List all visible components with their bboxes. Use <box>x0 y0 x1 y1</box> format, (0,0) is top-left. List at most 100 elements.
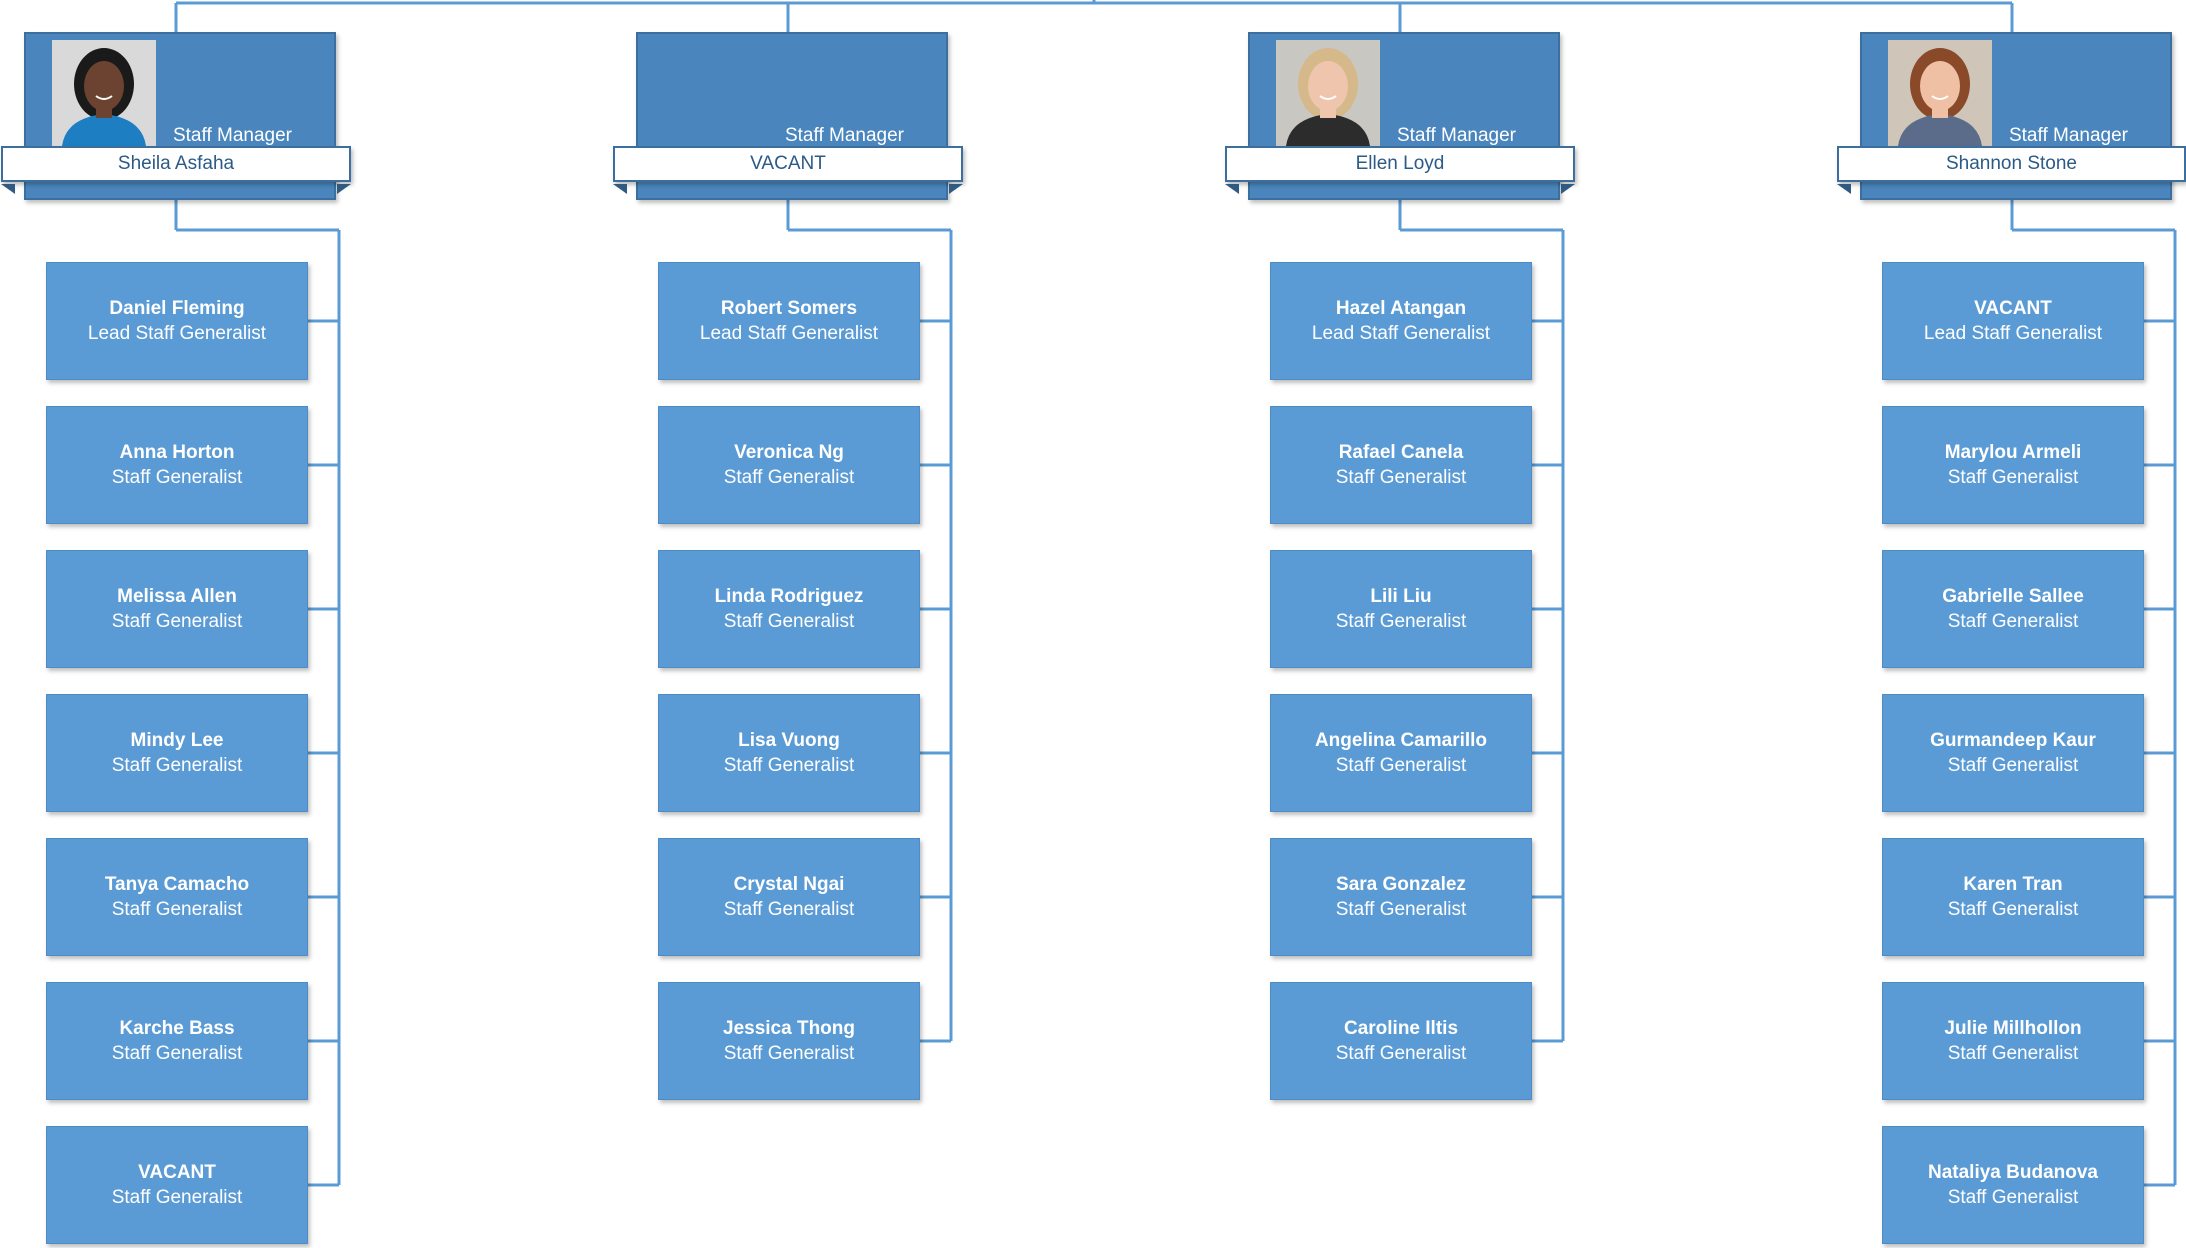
manager-title: Staff Manager <box>172 125 292 146</box>
manager-name-banner: Shannon Stone <box>1837 146 2186 194</box>
staff-name: Lisa Vuong <box>738 730 840 751</box>
manager-name: Sheila Asfaha <box>117 153 235 174</box>
manager-title: Staff Manager <box>1396 125 1516 146</box>
staff-name: Crystal Ngai <box>733 874 845 895</box>
staff-role: Staff Generalist <box>723 611 855 632</box>
staff-role: Staff Generalist <box>111 1187 243 1208</box>
staff-name: Robert Somers <box>720 298 858 319</box>
banner-fold <box>949 184 963 194</box>
manager-photo-icon <box>1276 40 1380 146</box>
staff-name: Veronica Ng <box>734 442 844 463</box>
staff-name: Daniel Fleming <box>109 298 245 319</box>
banner-fold <box>1837 184 1851 194</box>
manager-name-banner: VACANT <box>613 146 963 194</box>
staff-name: Nataliya Budanova <box>1928 1162 2098 1183</box>
staff-name: Tanya Camacho <box>104 874 250 895</box>
manager-name: VACANT <box>750 153 826 174</box>
staff-card[interactable]: Veronica Ng Staff Generalist <box>658 406 920 524</box>
staff-name: Sara Gonzalez <box>1336 874 1466 895</box>
staff-name: Melissa Allen <box>117 586 237 607</box>
staff-role: Lead Staff Generalist <box>1311 323 1491 344</box>
staff-role: Staff Generalist <box>111 611 243 632</box>
staff-role: Lead Staff Generalist <box>699 323 879 344</box>
staff-card[interactable]: VACANT Lead Staff Generalist <box>1882 262 2144 380</box>
staff-role: Staff Generalist <box>1947 1187 2079 1208</box>
staff-role: Staff Generalist <box>1947 611 2079 632</box>
staff-role: Staff Generalist <box>723 899 855 920</box>
staff-role: Staff Generalist <box>111 1043 243 1064</box>
staff-role: Staff Generalist <box>1335 899 1467 920</box>
staff-role: Lead Staff Generalist <box>87 323 267 344</box>
manager-name-banner: Sheila Asfaha <box>1 146 351 194</box>
manager-title: Staff Manager <box>784 125 904 146</box>
staff-role: Staff Generalist <box>111 899 243 920</box>
staff-role: Staff Generalist <box>1335 1043 1467 1064</box>
staff-name: Linda Rodriguez <box>714 586 864 607</box>
staff-role: Staff Generalist <box>111 755 243 776</box>
staff-role: Lead Staff Generalist <box>1923 323 2103 344</box>
banner-fold <box>1225 184 1239 194</box>
staff-name: Caroline Iltis <box>1343 1018 1459 1039</box>
staff-name: Karche Bass <box>119 1018 235 1039</box>
staff-role: Staff Generalist <box>1335 611 1467 632</box>
staff-role: Staff Generalist <box>1335 755 1467 776</box>
staff-role: Staff Generalist <box>723 755 855 776</box>
staff-name: Mindy Lee <box>130 730 224 751</box>
staff-name: Gurmandeep Kaur <box>1930 730 2096 751</box>
staff-name: VACANT <box>1974 298 2052 319</box>
banner-fold <box>1 184 15 194</box>
banner-fold <box>337 184 351 194</box>
banner-fold <box>613 184 627 194</box>
staff-name: VACANT <box>138 1162 216 1183</box>
manager-photo-icon <box>52 40 156 146</box>
manager-photo-icon <box>1888 40 1992 146</box>
staff-role: Staff Generalist <box>1947 755 2079 776</box>
staff-role: Staff Generalist <box>723 1043 855 1064</box>
staff-role: Staff Generalist <box>1335 467 1467 488</box>
staff-name: Karen Tran <box>1963 874 2063 895</box>
staff-role: Staff Generalist <box>1947 467 2079 488</box>
staff-role: Staff Generalist <box>1947 1043 2079 1064</box>
manager-name: Ellen Loyd <box>1355 153 1445 174</box>
staff-card[interactable]: VACANT Staff Generalist <box>46 1126 308 1244</box>
staff-name: Rafael Canela <box>1338 442 1464 463</box>
staff-name: Julie Millhollon <box>1944 1018 2082 1039</box>
staff-role: Staff Generalist <box>111 467 243 488</box>
staff-name: Anna Horton <box>119 442 235 463</box>
staff-role: Staff Generalist <box>723 467 855 488</box>
staff-name: Lili Liu <box>1370 586 1432 607</box>
staff-name: Marylou Armeli <box>1944 442 2082 463</box>
manager-name: Shannon Stone <box>1945 153 2077 174</box>
manager-title: Staff Manager <box>2008 125 2128 146</box>
banner-fold <box>1561 184 1575 194</box>
staff-name: Angelina Camarillo <box>1314 730 1488 751</box>
manager-name-banner: Ellen Loyd <box>1225 146 1575 194</box>
staff-name: Gabrielle Sallee <box>1942 586 2084 607</box>
staff-name: Hazel Atangan <box>1335 298 1467 319</box>
